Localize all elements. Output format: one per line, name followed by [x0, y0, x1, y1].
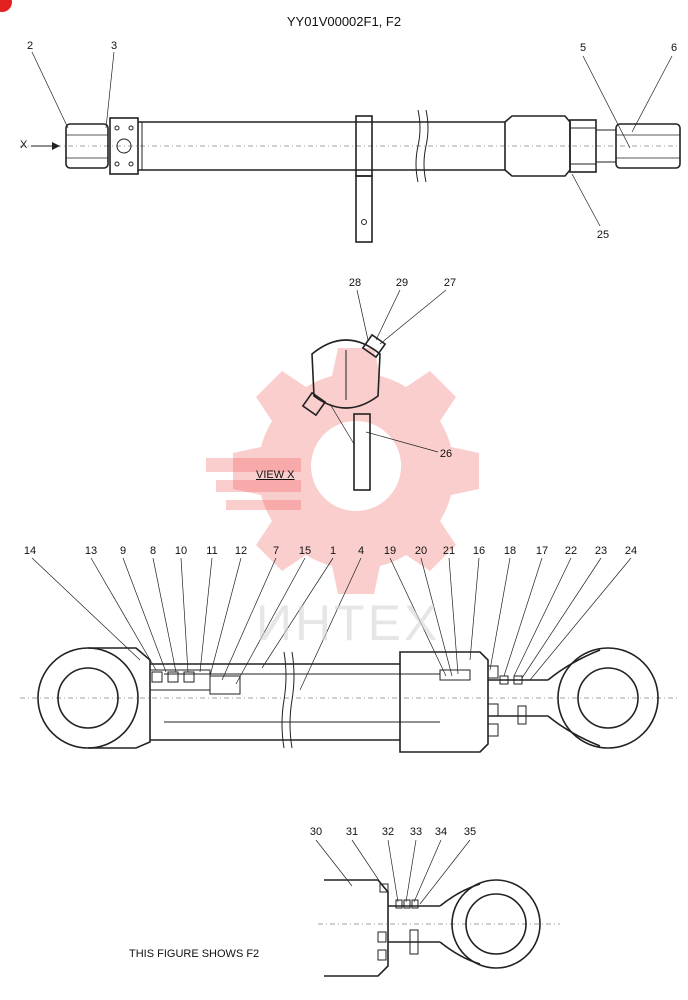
- callout-view[interactable]: 28: [348, 277, 362, 289]
- callout-section[interactable]: 9: [119, 545, 127, 557]
- corner-badge: [0, 0, 12, 12]
- callout-top[interactable]: 5: [579, 42, 587, 54]
- f2-detail-view: [318, 879, 560, 977]
- cylinder-section-view: [20, 647, 680, 753]
- callout-section[interactable]: 10: [174, 545, 188, 557]
- view-arrow-label: X: [20, 139, 28, 151]
- watermark-text: ИНТЕХ: [256, 595, 441, 651]
- view-leader-lines: [356, 289, 447, 453]
- callout-section[interactable]: 22: [564, 545, 578, 557]
- callout-section[interactable]: 23: [594, 545, 608, 557]
- callout-top[interactable]: 6: [670, 42, 678, 54]
- callout-section[interactable]: 13: [84, 545, 98, 557]
- callout-section[interactable]: 11: [206, 545, 218, 557]
- callout-top[interactable]: 25: [596, 229, 610, 241]
- callout-section[interactable]: 16: [472, 545, 486, 557]
- cylinder-side-view: [20, 109, 681, 243]
- view-x-end-drawing: [301, 333, 387, 491]
- callout-top[interactable]: 2: [26, 40, 34, 52]
- watermark-gear-icon: [206, 348, 479, 594]
- callout-section[interactable]: 21: [442, 545, 456, 557]
- detail-leader-lines: [315, 839, 471, 905]
- drawing-title: YY01V00002F1, F2: [286, 14, 402, 29]
- callout-section[interactable]: 15: [298, 545, 312, 557]
- section-leader-lines: [31, 557, 632, 691]
- callout-section[interactable]: 12: [234, 545, 248, 557]
- callout-view[interactable]: 27: [443, 277, 457, 289]
- top-leader-lines: [31, 51, 673, 227]
- callout-section[interactable]: 24: [624, 545, 638, 557]
- callout-view[interactable]: 29: [395, 277, 409, 289]
- callout-section[interactable]: 7: [272, 545, 280, 557]
- callout-section[interactable]: 18: [503, 545, 517, 557]
- callout-detail[interactable]: 32: [381, 826, 395, 838]
- callout-view[interactable]: 26: [439, 448, 453, 460]
- callout-section[interactable]: 14: [23, 545, 37, 557]
- callout-section[interactable]: 4: [357, 545, 365, 557]
- callout-section[interactable]: 17: [535, 545, 549, 557]
- callout-section[interactable]: 19: [383, 545, 397, 557]
- callout-detail[interactable]: 30: [309, 826, 323, 838]
- callout-section[interactable]: 20: [414, 545, 428, 557]
- callout-top[interactable]: 3: [110, 40, 118, 52]
- callout-section[interactable]: 1: [329, 545, 337, 557]
- figure-note: THIS FIGURE SHOWS F2: [129, 948, 260, 960]
- callout-detail[interactable]: 35: [463, 826, 477, 838]
- callout-section[interactable]: 8: [149, 545, 157, 557]
- view-direction-arrow-icon: [31, 142, 60, 150]
- callout-detail[interactable]: 31: [345, 826, 359, 838]
- callout-detail[interactable]: 34: [434, 826, 448, 838]
- callout-detail[interactable]: 33: [409, 826, 423, 838]
- view-x-label: VIEW X: [256, 469, 295, 481]
